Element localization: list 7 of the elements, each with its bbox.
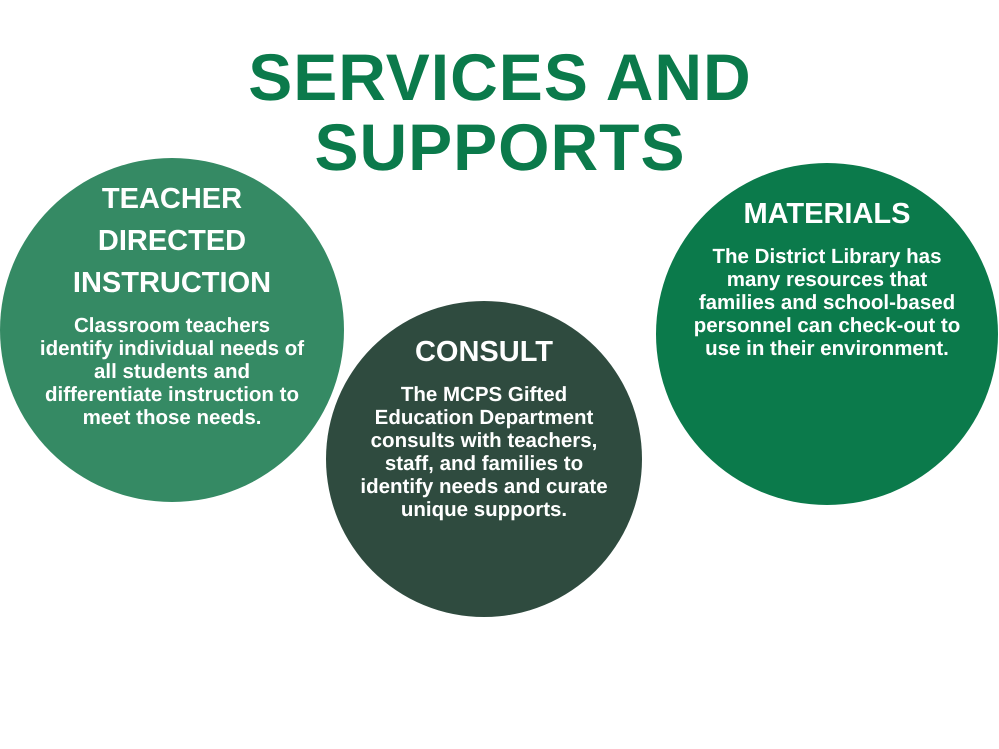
circle-description: The District Library has many resources that families and school-based personnel can check-out to use in their environment. bbox=[692, 245, 962, 360]
circle-heading: TEACHER DIRECTED INSTRUCTION bbox=[72, 182, 272, 301]
circle-description: Classroom teachers identify individual needs of all students and differentiate instruction to meet those needs. bbox=[38, 314, 306, 429]
circle-description: The MCPS Gifted Education Department consults with teachers, staff, and families to identify needs and curate unique supports. bbox=[359, 383, 609, 521]
circle-heading: MATERIALS bbox=[742, 197, 912, 232]
circle-heading: CONSULT bbox=[414, 335, 554, 370]
title: SERVICES AND SUPPORTS bbox=[247, 42, 753, 182]
